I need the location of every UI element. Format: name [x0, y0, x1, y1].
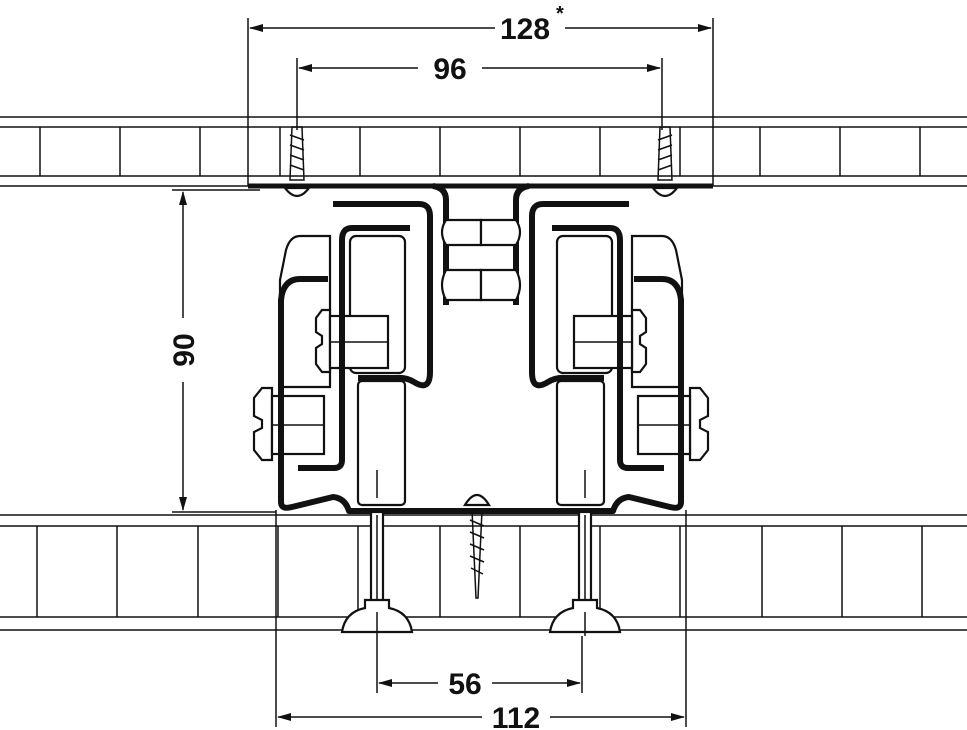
dimension-96: 96	[433, 53, 466, 86]
right-runner	[481, 127, 708, 636]
left-runner	[254, 127, 481, 636]
center-screw	[463, 493, 491, 599]
dimension-128: 128	[500, 13, 550, 46]
bottom-panel	[0, 514, 967, 631]
dimension-90: 90	[168, 333, 201, 366]
dimension-lines	[172, 18, 714, 727]
dimension-56: 56	[448, 668, 481, 701]
dimension-112: 112	[492, 702, 540, 730]
dimension-note-mark: *	[556, 3, 564, 25]
top-panel	[0, 116, 967, 187]
